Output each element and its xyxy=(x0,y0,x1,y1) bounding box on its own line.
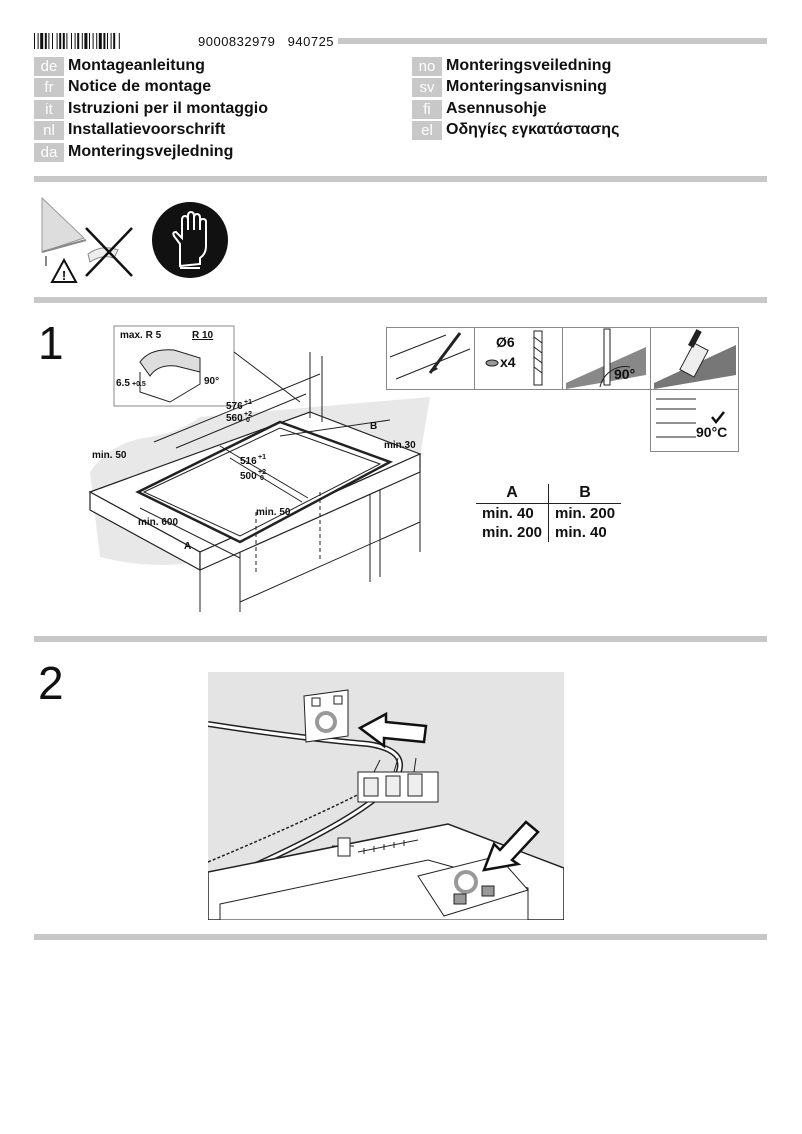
doc-number: 9000832979 xyxy=(198,34,276,49)
language-row-fi: fi Asennusohje xyxy=(412,99,546,119)
language-row-da: da Monteringsvejledning xyxy=(34,142,233,162)
language-row-sv: sv Monteringsanvisning xyxy=(412,77,607,97)
svg-text:!: ! xyxy=(62,268,66,283)
saw-panel: 90° xyxy=(562,327,651,390)
detail-angle-label: 90° xyxy=(204,376,219,387)
table-header-a: A xyxy=(476,484,550,504)
depth-outer-tolerance: +1 xyxy=(258,454,266,461)
language-code: sv xyxy=(412,77,442,97)
clearance-table: A B min. 40 min. 200 min. 200 min. 40 xyxy=(476,484,622,542)
arrow-icon xyxy=(482,820,540,872)
table-cell: min. 200 xyxy=(476,523,550,542)
safety-icons: ! xyxy=(41,196,228,283)
temperature-label: 90°C xyxy=(696,424,727,440)
checkmark-icon xyxy=(711,411,725,425)
language-code: it xyxy=(34,99,64,119)
cutout-diagram: max. R 5 R 10 6.5 +0.5 90° 576 +1 560 +2… xyxy=(88,325,430,612)
section-rule xyxy=(34,636,767,642)
drill-diameter-label: Ø6 xyxy=(496,334,515,350)
language-code: de xyxy=(34,56,64,76)
drill-count-label: x4 xyxy=(500,354,516,370)
language-row-de: de Montageanleitung xyxy=(34,56,205,76)
detail-thickness-label: 6.5 xyxy=(116,378,130,389)
gloves-icon xyxy=(152,202,228,278)
min-600-label: min. 600 xyxy=(138,517,178,528)
sealing-brush-panel xyxy=(650,327,739,390)
min-30-label: min.30 xyxy=(384,440,416,451)
drill-panel: Ø6 x4 xyxy=(474,327,563,390)
pencil-marking-panel xyxy=(386,327,475,390)
sharp-edge-warning-icon: ! xyxy=(41,196,133,283)
table-cell: min. 200 xyxy=(555,505,616,522)
language-code: da xyxy=(34,142,64,162)
section-rule xyxy=(34,934,767,940)
depth-inner-tolerance-lower: 0 xyxy=(260,475,264,482)
step-number: 2 xyxy=(38,657,64,709)
header-rule xyxy=(338,38,767,44)
section-rule xyxy=(34,297,767,303)
dimension-a-label: A xyxy=(184,541,191,552)
table-cell: min. 40 xyxy=(555,524,607,541)
table-cell: min. 40 xyxy=(476,503,550,523)
min-50-front-label: min. 50 xyxy=(256,507,291,518)
document-number: 9000832979 940725 xyxy=(198,34,334,49)
language-title: Notice de montage xyxy=(68,78,212,95)
depth-outer-label: 516 xyxy=(240,456,257,467)
dimension-b-label: B xyxy=(370,421,377,432)
width-outer-label: 576 xyxy=(226,401,243,412)
language-title: Monteringsvejledning xyxy=(68,143,234,160)
cable-connection-illustration xyxy=(208,672,564,920)
table-row: min. 200 min. 40 xyxy=(476,523,621,542)
table-row: min. 40 min. 200 xyxy=(476,503,621,523)
barcode xyxy=(34,33,120,49)
language-title: Monteringsanvisning xyxy=(446,78,607,95)
width-inner-tolerance-lower: 0 xyxy=(246,417,250,424)
language-title: Monteringsveiledning xyxy=(446,57,612,74)
doc-code: 940725 xyxy=(287,34,335,49)
language-row-it: it Istruzioni per il montaggio xyxy=(34,99,268,119)
language-code: el xyxy=(412,120,442,140)
language-code: nl xyxy=(34,120,64,140)
language-code: no xyxy=(412,56,442,76)
arrow-icon xyxy=(357,711,428,749)
section-rule xyxy=(34,176,767,182)
depth-inner-tolerance: +2 xyxy=(258,469,266,476)
language-title: Istruzioni per il montaggio xyxy=(68,100,268,117)
language-title: Οδηγίες εγκατάστασης xyxy=(446,121,620,138)
detail-thickness-tolerance: +0.5 xyxy=(132,381,146,388)
language-row-el: el Οδηγίες εγκατάστασης xyxy=(412,120,619,140)
language-row-fr: fr Notice de montage xyxy=(34,77,211,97)
language-row-nl: nl Installatievoorschrift xyxy=(34,120,225,140)
language-code: fi xyxy=(412,99,442,119)
language-code: fr xyxy=(34,77,64,97)
detail-max-radius-label: max. R 5 xyxy=(120,330,162,341)
language-title: Installatievoorschrift xyxy=(68,121,226,138)
saw-angle-label: 90° xyxy=(614,366,635,382)
depth-inner-label: 500 xyxy=(240,471,257,482)
language-title: Montageanleitung xyxy=(68,57,205,74)
table-header-b: B xyxy=(548,484,622,504)
width-inner-label: 560 xyxy=(226,413,243,424)
min-50-left-label: min. 50 xyxy=(92,450,127,461)
width-inner-tolerance: +2 xyxy=(244,411,252,418)
tool-panels: Ø6 x4 90° 90°C xyxy=(386,327,739,452)
step-number: 1 xyxy=(38,317,64,369)
language-title: Asennusohje xyxy=(446,100,547,117)
language-row-no: no Monteringsveiledning xyxy=(412,56,611,76)
detail-r10-label: R 10 xyxy=(192,330,214,341)
width-outer-tolerance: +1 xyxy=(244,399,252,406)
heat-resistance-panel: 90°C xyxy=(650,389,739,452)
